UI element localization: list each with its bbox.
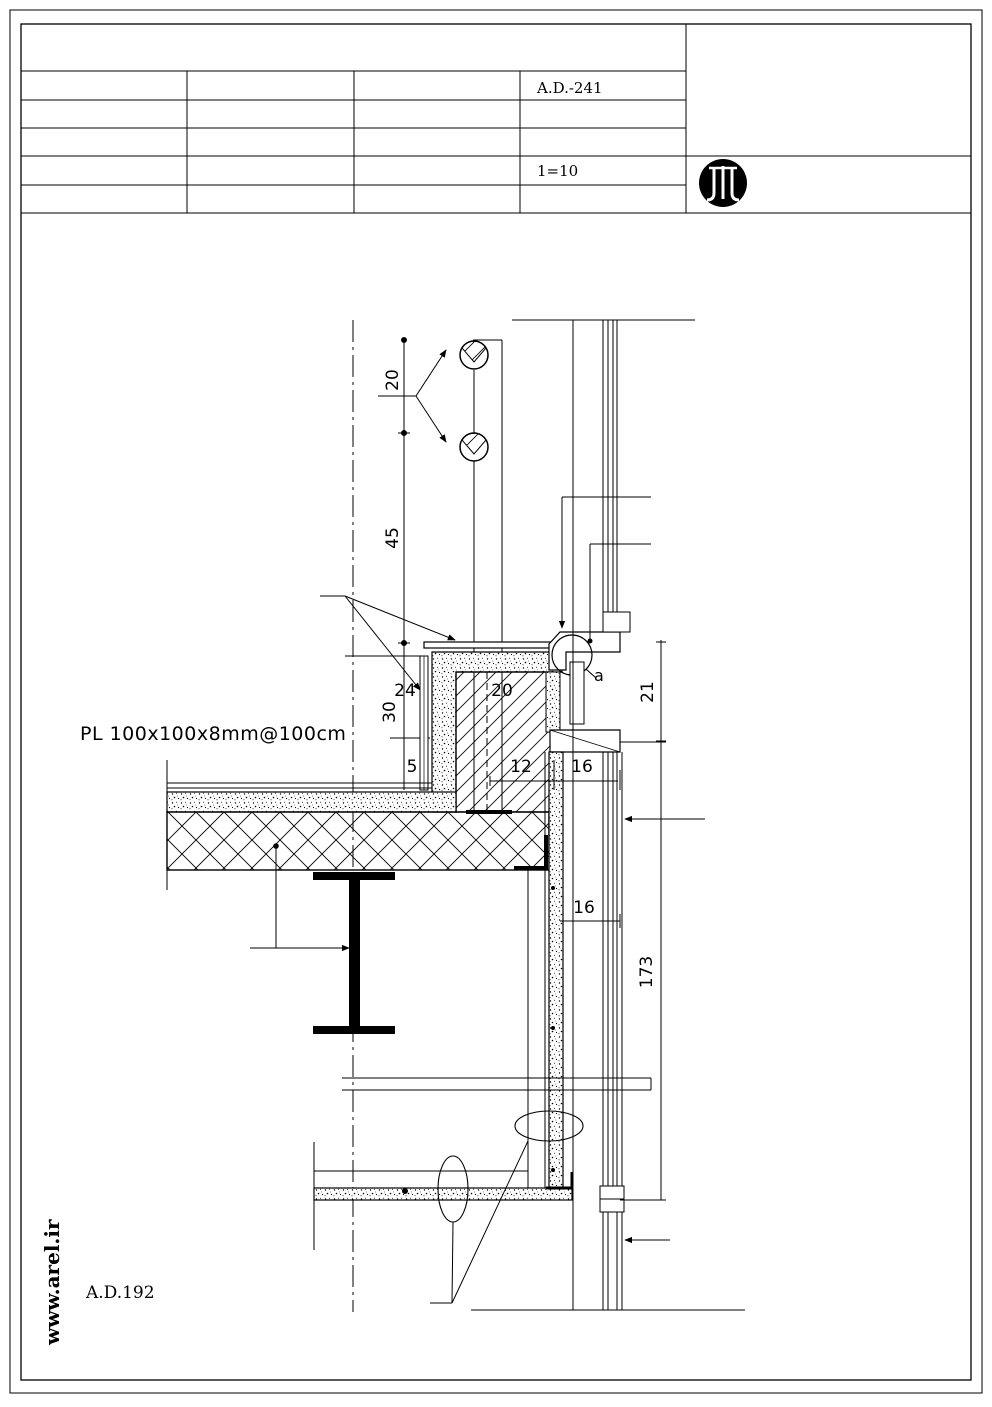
company-logo: [699, 159, 747, 207]
dim-20-top: 20: [383, 369, 403, 391]
right-dimensions: [620, 640, 666, 1201]
cap-flashing: [423, 641, 560, 649]
outer-border: [9, 9, 983, 1394]
curtain-wall-lines: [512, 319, 695, 1310]
railing: [378, 339, 503, 812]
window-sill: [548, 631, 621, 753]
title-block-grid: [21, 24, 971, 214]
reference-code: A.D.192: [86, 1283, 155, 1303]
dim-16-low: 16: [573, 898, 595, 918]
drawing-scale: 1=10: [537, 162, 579, 180]
dim-5: 5: [407, 757, 418, 777]
roof-slab: [166, 811, 550, 871]
right-leaders: [471, 496, 745, 1311]
dim-30: 30: [380, 701, 400, 723]
roof-build-up: [166, 760, 550, 890]
facade-cladding: [548, 751, 564, 1189]
website-watermark: www.arel.ir: [40, 1219, 64, 1345]
i-beam: [313, 872, 395, 1034]
dim-21: 21: [638, 681, 658, 703]
drawing-code: A.D.-241: [537, 79, 603, 97]
plate-note: PL 100x100x8mm@100cm: [80, 723, 347, 745]
inner-border: [20, 23, 972, 1381]
horizontal-dimensions: [420, 760, 621, 928]
timber-block: [455, 671, 553, 813]
dim-45: 45: [383, 527, 403, 549]
intermediate-lines: [313, 1077, 652, 1250]
dim-16-top: 16: [571, 757, 593, 777]
dim-20-mid: 20: [491, 681, 513, 701]
callout-ellipse-joint: [514, 1110, 584, 1142]
steel-angle: [514, 835, 548, 870]
detail-marker-a: a: [594, 666, 604, 685]
dim-24: 24: [394, 681, 416, 701]
dim-173: 173: [637, 956, 657, 988]
dim-12: 12: [510, 757, 532, 777]
